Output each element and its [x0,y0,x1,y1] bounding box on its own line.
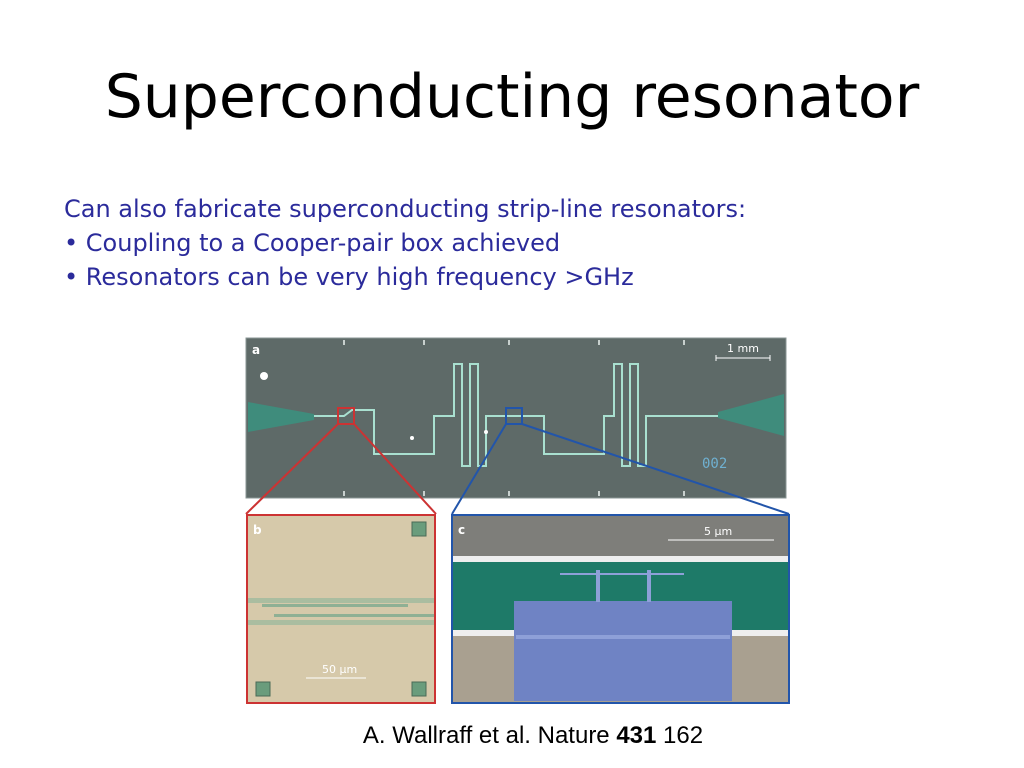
panel-c-label: c [458,523,465,537]
caption-volume: 431 [616,722,657,749]
slide-title: Superconducting resonator [104,62,920,132]
bullet-item-coupling: • Coupling to a Cooper-pair box achieved [64,229,561,257]
scale-label-a: 1 mm [727,342,759,355]
figure-graphic: a 1 mm 002 b [245,337,790,704]
panel-b-label: b [253,523,262,537]
caption-page: 162 [663,722,704,749]
zoom-box-c [505,407,523,425]
resonator-finger [514,601,732,701]
chip-mark: 002 [702,456,727,472]
scale-label-c: 5 µm [704,525,732,538]
left-launcher [248,402,314,432]
resonator-figure: a 1 mm 002 b [244,336,792,706]
panel-b [246,514,436,704]
figure-caption: A. Wallraff et al. Nature 431 162 [0,722,1024,750]
resonator-strip-line [314,363,718,467]
panel-a-chip [245,337,787,499]
bullet-list: Can also fabricate superconducting strip… [64,192,746,294]
bullet-item-frequency: • Resonators can be very high frequency … [64,263,634,291]
panel-a-label: a [252,343,260,357]
scale-label-b: 50 µm [322,663,357,676]
zoom-box-b [337,407,355,425]
right-launcher [718,394,784,436]
intro-text: Can also fabricate superconducting strip… [64,195,747,223]
chip-particle [260,372,268,380]
caption-authors: A. Wallraff et al. Nature [362,722,610,749]
